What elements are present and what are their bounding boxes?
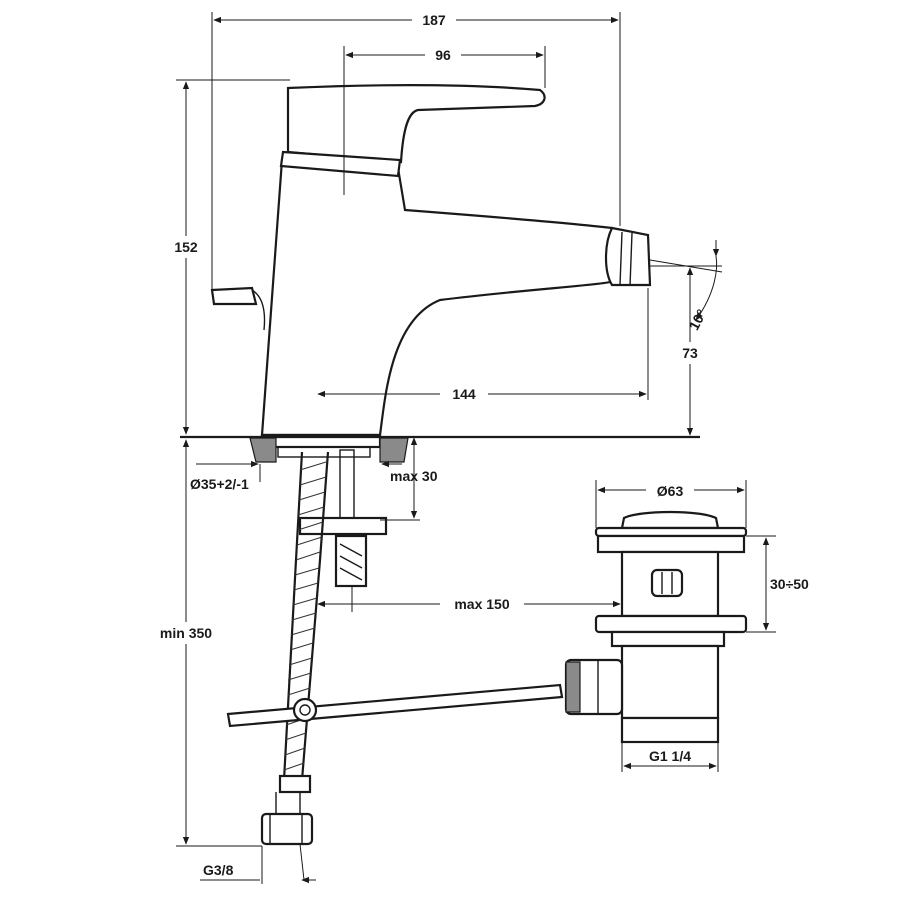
dim-spout-angle: 10° [686,307,710,333]
dim-waste-offset: max 150 [454,596,509,612]
dim-handle-width: 96 [435,47,451,63]
dim-waste-range: 30÷50 [770,576,809,592]
dim-total-width: 187 [422,12,446,28]
countertop-section [180,435,700,463]
dim-hole-diameter: Ø35+2/-1 [190,476,249,492]
dim-spout-reach: 144 [452,386,476,402]
dim-waste-thread: G1 1/4 [649,748,691,764]
dim-spout-height: 73 [682,345,698,361]
flexible-hose [260,451,330,881]
popup-rod [226,683,564,728]
dim-height: 152 [174,239,198,255]
dim-hose-length: min 350 [160,625,212,641]
dim-hose-thread: G3/8 [203,862,234,878]
dim-deck-thickness: max 30 [390,468,438,484]
fixing-assembly [298,449,388,612]
waste-drain [564,510,748,744]
dim-waste-diameter: Ø63 [657,483,684,499]
faucet-body [210,80,652,458]
